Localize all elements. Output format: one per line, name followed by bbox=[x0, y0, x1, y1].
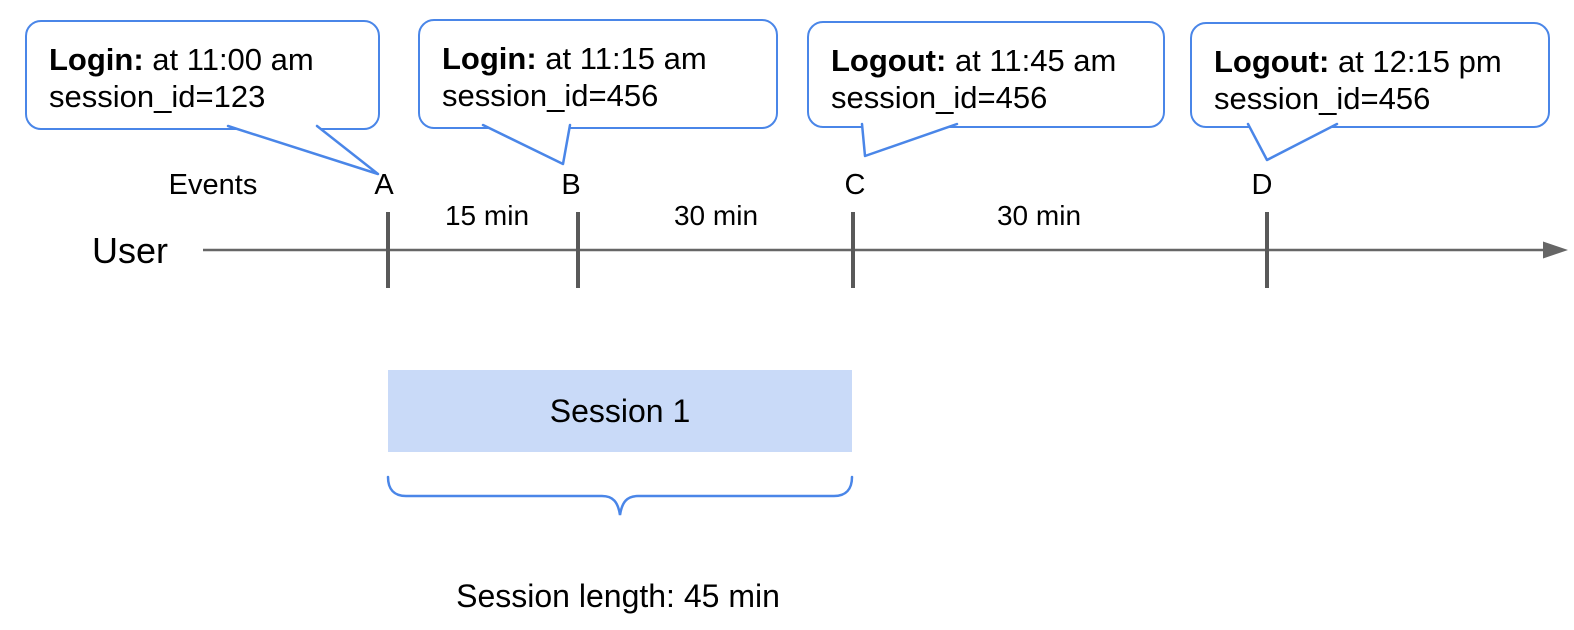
event-type: Logout: bbox=[831, 43, 947, 78]
event-time: at 11:45 am bbox=[946, 43, 1117, 78]
event-session-id: session_id=123 bbox=[49, 79, 266, 114]
event-time: at 12:15 pm bbox=[1329, 44, 1502, 79]
session-1-label: Session 1 bbox=[549, 392, 691, 429]
session-length-label: Session length: 45 min bbox=[456, 578, 780, 614]
event-type: Login: bbox=[49, 42, 144, 77]
callout-login-b: Login: at 11:15 am session_id=456 bbox=[418, 19, 778, 129]
timeline-arrowhead-icon bbox=[1543, 241, 1568, 259]
event-session-id: session_id=456 bbox=[442, 78, 659, 113]
callout-line-event: Login: at 11:15 am bbox=[442, 40, 762, 77]
session-1-box: Session 1 bbox=[388, 370, 852, 452]
event-type: Login: bbox=[442, 41, 537, 76]
callout-d-tail bbox=[1246, 122, 1339, 162]
interval-b-c: 30 min bbox=[673, 200, 759, 231]
tick-letter-b: B bbox=[561, 169, 581, 201]
tick-letter-d: D bbox=[1251, 169, 1273, 201]
interval-a-b: 15 min bbox=[444, 200, 530, 231]
session-length-brace bbox=[386, 475, 854, 516]
events-label: Events bbox=[168, 169, 258, 201]
tick-letter-a: A bbox=[374, 169, 394, 201]
callout-logout-c: Logout: at 11:45 am session_id=456 bbox=[807, 21, 1165, 128]
callout-line-event: Logout: at 12:15 pm bbox=[1214, 43, 1534, 80]
callout-logout-d: Logout: at 12:15 pm session_id=456 bbox=[1190, 22, 1550, 128]
event-session-id: session_id=456 bbox=[1214, 81, 1431, 116]
callout-b-tail bbox=[481, 123, 572, 166]
user-row-label: User bbox=[92, 230, 169, 271]
event-time: at 11:00 am bbox=[143, 42, 314, 77]
callout-a-tail bbox=[226, 124, 380, 176]
callout-line-event: Login: at 11:00 am bbox=[49, 41, 364, 78]
event-time: at 11:15 am bbox=[536, 41, 707, 76]
callout-c-tail bbox=[860, 122, 959, 158]
tick-letter-c: C bbox=[844, 169, 866, 201]
interval-c-d: 30 min bbox=[996, 200, 1082, 231]
callout-line-event: Logout: at 11:45 am bbox=[831, 42, 1149, 79]
event-session-id: session_id=456 bbox=[831, 80, 1048, 115]
event-type: Logout: bbox=[1214, 44, 1330, 79]
callout-login-a: Login: at 11:00 am session_id=123 bbox=[25, 20, 380, 130]
